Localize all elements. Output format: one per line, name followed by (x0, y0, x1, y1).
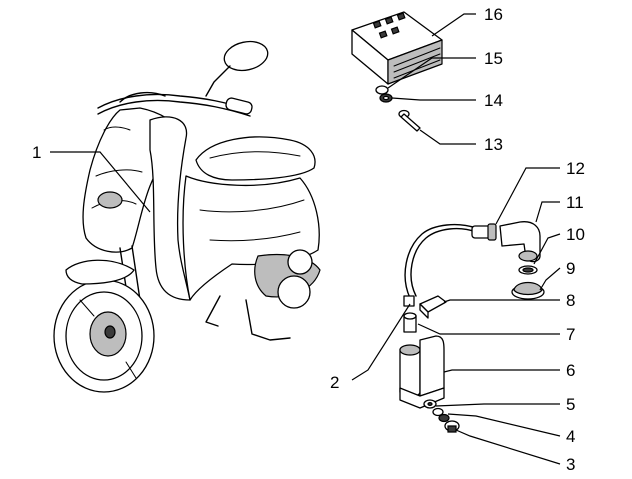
part-6-ignition-coil (399, 335, 445, 409)
part-2-ignition-cable (403, 223, 477, 307)
callout-8: 8 (566, 291, 575, 310)
callout-12: 12 (566, 159, 585, 178)
leader-lines (50, 13, 561, 465)
callout-14: 14 (484, 91, 503, 110)
part-3-nut (444, 420, 460, 433)
callout-6: 6 (566, 361, 575, 380)
callout-1: 1 (32, 143, 41, 162)
part-15-washer (375, 85, 389, 95)
part-7-terminal (403, 312, 417, 333)
callout-16: 16 (484, 5, 503, 24)
callout-4: 4 (566, 427, 575, 446)
callout-7: 7 (566, 325, 575, 344)
part-10-spring-ring (518, 265, 538, 275)
callout-2: 2 (330, 373, 339, 392)
callout-11: 11 (566, 193, 584, 212)
part-12-cable-connector (471, 223, 497, 241)
part-5-washer (423, 399, 437, 409)
callout-9: 9 (566, 259, 575, 278)
part-11-spark-plug-cap (499, 221, 541, 263)
callout-labels: 1 2 3 4 5 6 7 8 9 10 11 12 13 14 15 16 (32, 5, 585, 474)
part-14-nut (379, 93, 393, 103)
part-16-voltage-regulator (351, 11, 443, 85)
part-4-washer (432, 407, 450, 423)
callout-15: 15 (484, 49, 503, 68)
part-8-connector (419, 295, 447, 319)
callout-5: 5 (566, 395, 575, 414)
callout-3: 3 (566, 455, 575, 474)
part-13-screw (398, 109, 421, 132)
scooter-illustration (53, 40, 321, 393)
callout-13: 13 (484, 135, 503, 154)
callout-10: 10 (566, 225, 585, 244)
part-9-rubber-cap (511, 281, 545, 300)
